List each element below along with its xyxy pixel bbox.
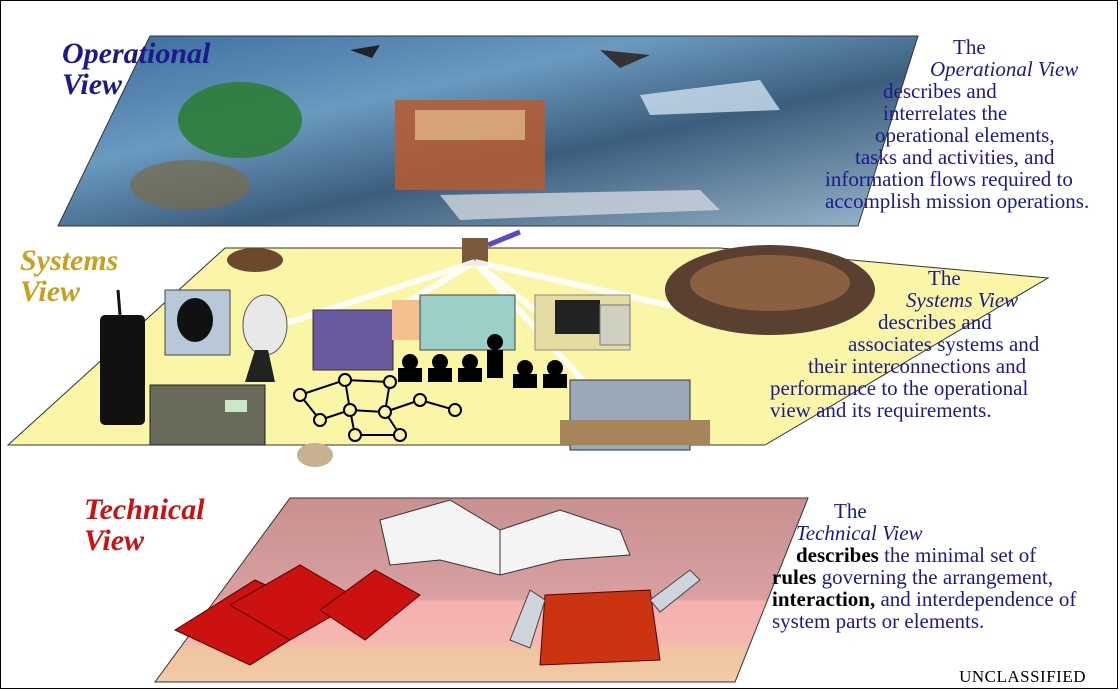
aircraft-icon: [640, 80, 780, 115]
personnel-icons: [398, 334, 567, 388]
sys-desc-line-2: Systems View: [906, 288, 1019, 312]
tech-desc-line-6: system parts or elements.: [772, 609, 985, 633]
systems-plane: [6, 229, 1050, 467]
open-book-icon: [379, 499, 631, 576]
standards-documents-icon: [173, 564, 421, 666]
op-desc-line-6: tasks and activities, and: [855, 145, 1055, 169]
tech-desc-line-4-bold: rules: [772, 565, 817, 589]
tech-desc-line-3-bold: describes: [796, 543, 879, 567]
op-desc-line-4: interrelates the: [883, 101, 1008, 125]
tech-desc-line-5-rest: and interdependence of: [875, 587, 1077, 611]
op-desc-line-7: information flows required to: [825, 167, 1073, 191]
technical-plane: [154, 497, 809, 683]
tech-desc-line-5-bold: interaction,: [772, 587, 876, 611]
sys-desc-line-6: performance to the operational: [770, 376, 1029, 400]
equipment-rack-icon: [312, 309, 394, 371]
sys-desc-line-5: their interconnections and: [808, 354, 1027, 378]
radio-handset-icon: [100, 315, 145, 425]
systems-view-description: The Systems View describes and associate…: [770, 267, 1039, 421]
small-cockpit-icon: [227, 248, 283, 272]
jet-icon: [350, 45, 380, 58]
network-graph-icon: [293, 373, 462, 442]
satellite-dish-icon: [242, 294, 288, 356]
aircraft-carrier-icon: [440, 190, 720, 220]
tech-desc-line-3: describes the minimal set of: [772, 544, 1076, 566]
tech-desc-line-4-rest: governing the arrangement,: [816, 565, 1054, 589]
op-desc-line-8: accomplish mission operations.: [825, 189, 1090, 213]
technical-view-description: The Technical View describes the minimal…: [772, 500, 1076, 632]
op-desc-line-5: operational elements,: [875, 123, 1055, 147]
field-radio-icon: [149, 384, 266, 446]
technical-view-title: Technical View: [84, 493, 205, 557]
op-desc-line-1: The: [953, 35, 986, 59]
tech-desc-line-5: interaction, and interdependence of: [772, 588, 1076, 610]
tech-desc-line-2: Technical View: [796, 521, 923, 545]
op-desc-line-2: Operational View: [930, 57, 1079, 81]
operational-view-title: Operational View: [62, 37, 211, 101]
operational-plane: [57, 35, 919, 227]
sys-desc-line-7: view and its requirements.: [770, 398, 992, 422]
operational-view-description: The Operational View describes and inter…: [825, 36, 1089, 212]
systems-view-title: Systems View: [20, 244, 119, 308]
land-mass-icon: [178, 82, 302, 158]
sys-desc-line-1: The: [928, 266, 961, 290]
sys-desc-line-4: associates systems and: [848, 332, 1040, 356]
sys-desc-line-3: describes and: [878, 310, 992, 334]
rules-blocks-icon: [539, 589, 661, 666]
classification-label: UNCLASSIFIED: [959, 667, 1086, 686]
tech-desc-line-1: The: [834, 499, 867, 523]
tech-desc-line-3-rest: the minimal set of: [878, 543, 1037, 567]
tech-desc-line-4: rules governing the arrangement,: [772, 566, 1076, 588]
op-desc-line-3: describes and: [883, 79, 997, 103]
satellite-icon: [600, 50, 650, 68]
handset-icon: [297, 443, 333, 467]
